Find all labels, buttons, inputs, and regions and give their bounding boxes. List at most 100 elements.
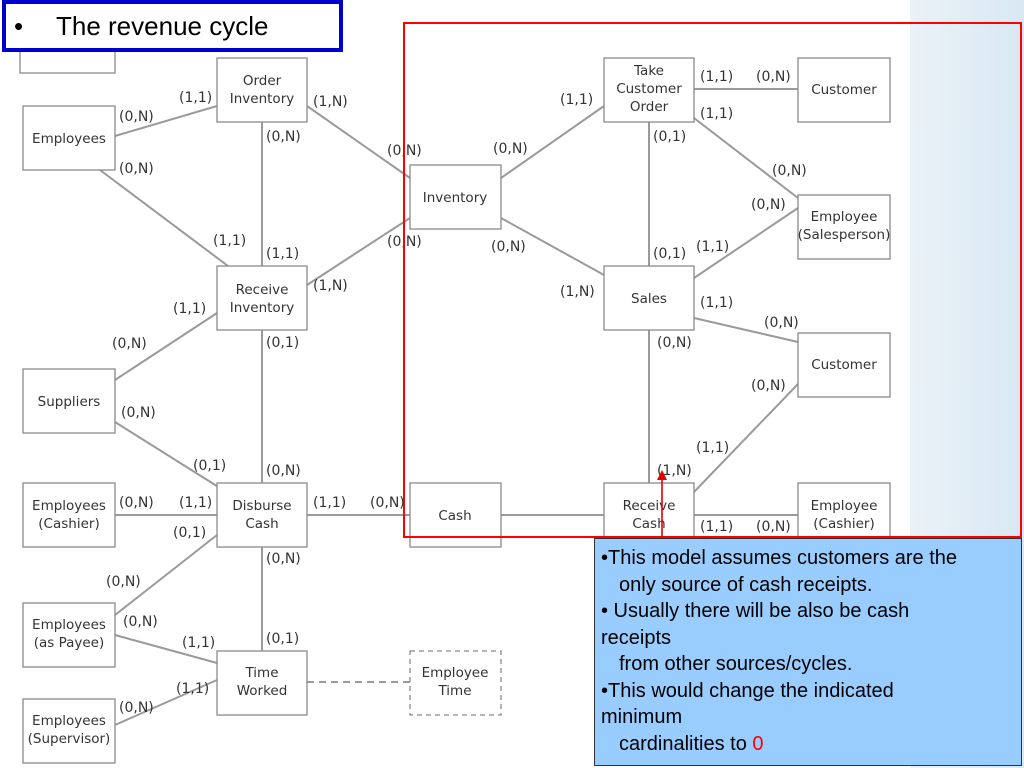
entity-disburse-cash [216, 482, 308, 548]
title-bullet: • [14, 11, 24, 41]
line-takeorder-salesperson [693, 117, 799, 199]
entity-order-inventory [216, 57, 308, 123]
entity-label: Cash [438, 508, 471, 524]
note-text: cardinalities to [619, 732, 753, 755]
cardinality: (0,N) [491, 239, 526, 255]
cardinality: (0,N) [123, 614, 158, 630]
entity-employee-time [409, 650, 502, 716]
note-line: only source of cash receipts. [619, 573, 873, 596]
cardinality: (0,N) [772, 163, 807, 179]
cardinality: (1,1) [266, 246, 299, 262]
entity-labels: Order Inventory Employees Receive Invent… [28, 63, 891, 747]
entity-label: Receive [236, 282, 289, 298]
entity-employees-cashier [22, 482, 116, 548]
note-highlight-value: 0 [752, 732, 764, 755]
entity-customer-mid [797, 332, 891, 398]
entities [19, 29, 891, 764]
line-sales-salesperson [693, 207, 799, 279]
entity-employees [22, 105, 116, 171]
line-receive-inventory [306, 217, 411, 286]
note-line: minimum [601, 706, 683, 728]
entity-label: Worked [237, 683, 288, 699]
entity-label: Disburse [232, 498, 291, 514]
entity-label: Customer [616, 81, 682, 97]
note-line: from other sources/cycles. [619, 653, 853, 675]
cardinality: (0,N) [266, 129, 301, 145]
entity-label: (Cashier) [813, 516, 874, 532]
cardinality: (0,N) [493, 141, 528, 157]
entity-employees-supervisor [22, 698, 116, 764]
line-sales-customer [693, 317, 799, 343]
cardinality: (0,1) [266, 631, 299, 647]
entity-label: Sales [631, 291, 667, 307]
entity-label: (as Payee) [34, 635, 105, 651]
cardinality: (0,N) [756, 69, 791, 85]
entity-employees-payee [22, 602, 116, 668]
cardinality: (0,N) [751, 197, 786, 213]
entity-label: Inventory [230, 300, 294, 316]
cardinality: (0,1) [193, 458, 226, 474]
note-line: receipts [601, 626, 672, 649]
entity-label: Employee [811, 209, 878, 225]
cardinality: (1,1) [700, 106, 733, 122]
cardinality: (1,1) [700, 295, 733, 311]
cardinality: (1,1) [182, 635, 215, 651]
line-employees-receive [99, 169, 229, 267]
cardinality: (0,1) [653, 129, 686, 145]
entity-label: (Salesperson) [798, 227, 891, 243]
cardinality: (0,N) [756, 519, 791, 535]
cardinality: (0,N) [119, 495, 154, 511]
entity-label: Inventory [423, 190, 487, 206]
title-box: • The revenue cycle [2, 0, 343, 52]
highlight-frame [403, 22, 1022, 538]
title-text: The revenue cycle [56, 11, 269, 41]
line-suppliers-disburse [114, 421, 221, 489]
line-receivecash-customer [693, 383, 799, 493]
line-suppliers-receive [114, 312, 218, 381]
cardinality: (0,N) [106, 574, 141, 590]
cardinality: (0,N) [657, 335, 692, 351]
cardinality: (1,N) [313, 278, 348, 294]
entity-time-worked [216, 650, 308, 716]
entity-label: Receive [623, 498, 676, 514]
entity-label: Inventory [230, 91, 294, 107]
cardinality: (0,1) [266, 335, 299, 351]
cardinality: (1,1) [700, 519, 733, 535]
entity-label: Suppliers [38, 394, 101, 410]
entity-inventory [409, 164, 502, 230]
entity-label: Take [633, 63, 664, 79]
cardinality: (0,1) [173, 525, 206, 541]
entity-label: Time [244, 665, 278, 681]
cardinality: (1,1) [173, 301, 206, 317]
cardinality: (1,1) [313, 495, 346, 511]
cardinality: (0,N) [119, 700, 154, 716]
entity-label: (Supervisor) [28, 731, 111, 747]
line-employees-order [114, 105, 218, 137]
cardinality: (1,1) [700, 69, 733, 85]
line-supervisor-time [114, 679, 218, 726]
entity-label: Employees [32, 498, 106, 514]
entity-label: Employees [32, 713, 106, 729]
entity-sales [603, 265, 695, 331]
cardinality: (1,1) [179, 90, 212, 106]
cardinality: (0,N) [266, 463, 301, 479]
cardinality: (0,N) [764, 315, 799, 331]
cardinality: (1,1) [696, 440, 729, 456]
cardinality: (1,1) [696, 239, 729, 255]
line-inventory-takeorder [500, 105, 605, 179]
line-order-inventory [306, 105, 411, 179]
cardinality: (0,N) [266, 551, 301, 567]
cardinality: (0,1) [653, 246, 686, 262]
note-line: •This would change the indicated [601, 679, 894, 702]
cardinality: (0,N) [751, 378, 786, 394]
connectors [99, 88, 799, 726]
note-line-last: cardinalities to 0 [601, 731, 1015, 758]
cardinality: (1,N) [560, 284, 595, 300]
entity-take-customer-order [603, 57, 695, 123]
entity-employee-salesperson [797, 194, 891, 260]
entity-label: Employees [32, 131, 106, 147]
cardinality: (0,N) [119, 161, 154, 177]
line-inventory-sales [500, 217, 605, 276]
entity-label: Cash [245, 516, 278, 532]
